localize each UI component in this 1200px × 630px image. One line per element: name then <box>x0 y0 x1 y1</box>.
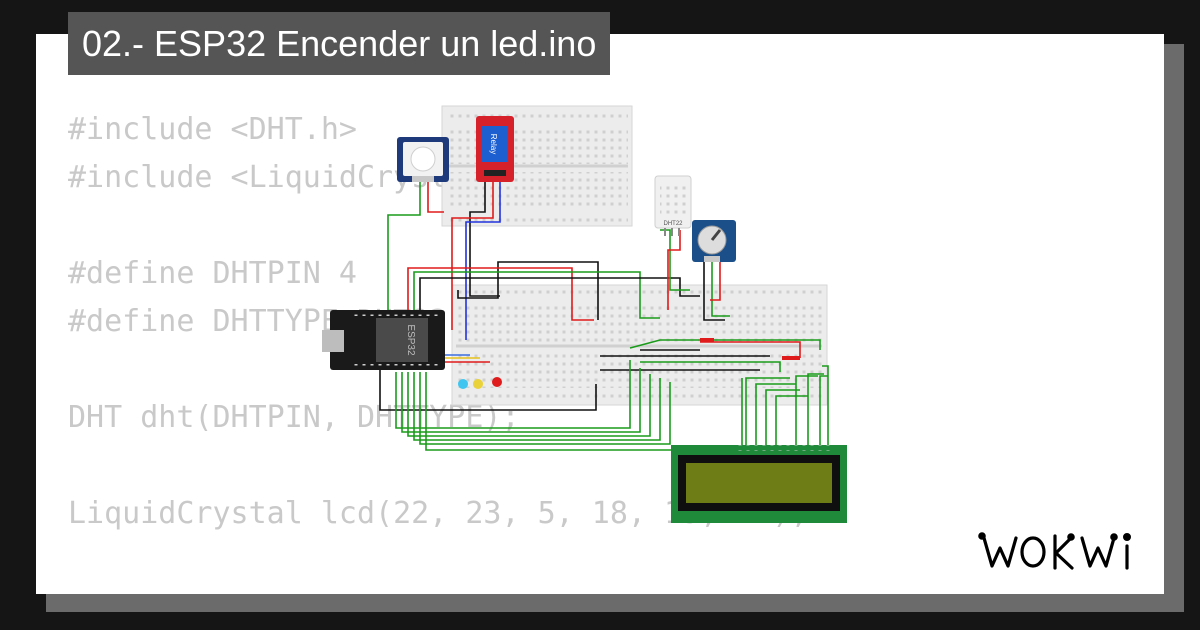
relay-label: Relay <box>489 134 498 154</box>
dht22-label: DHT22 <box>663 221 683 227</box>
pir-sensor[interactable] <box>397 137 449 182</box>
lcd-display[interactable] <box>671 445 847 523</box>
code-line: #include <DHT.h> <box>68 112 357 147</box>
leds[interactable] <box>458 377 502 389</box>
page-title[interactable]: 02.- ESP32 Encender un led.ino <box>68 12 611 75</box>
esp32-label: ESP32 <box>405 324 416 356</box>
resistors <box>700 338 800 360</box>
wokwi-logo[interactable] <box>976 526 1152 578</box>
yellow-led[interactable] <box>473 379 483 389</box>
potentiometer[interactable] <box>692 220 736 262</box>
code-line: DHT dht(DHTPIN, DHTTYPE); <box>68 400 520 435</box>
relay-module[interactable]: Relay <box>476 116 514 182</box>
wokwi-wordmark <box>978 532 1132 570</box>
code-line: #define DHTPIN 4 <box>68 256 357 291</box>
code-line: // Definir el pin de cada LED <box>68 586 809 594</box>
breadboard-top <box>441 105 633 227</box>
dht22-sensor[interactable]: DHT22 <box>654 175 692 236</box>
esp32-board[interactable]: ESP32 <box>322 310 445 370</box>
wires <box>379 182 829 451</box>
red-led[interactable] <box>492 377 502 387</box>
blue-led[interactable] <box>458 379 468 389</box>
